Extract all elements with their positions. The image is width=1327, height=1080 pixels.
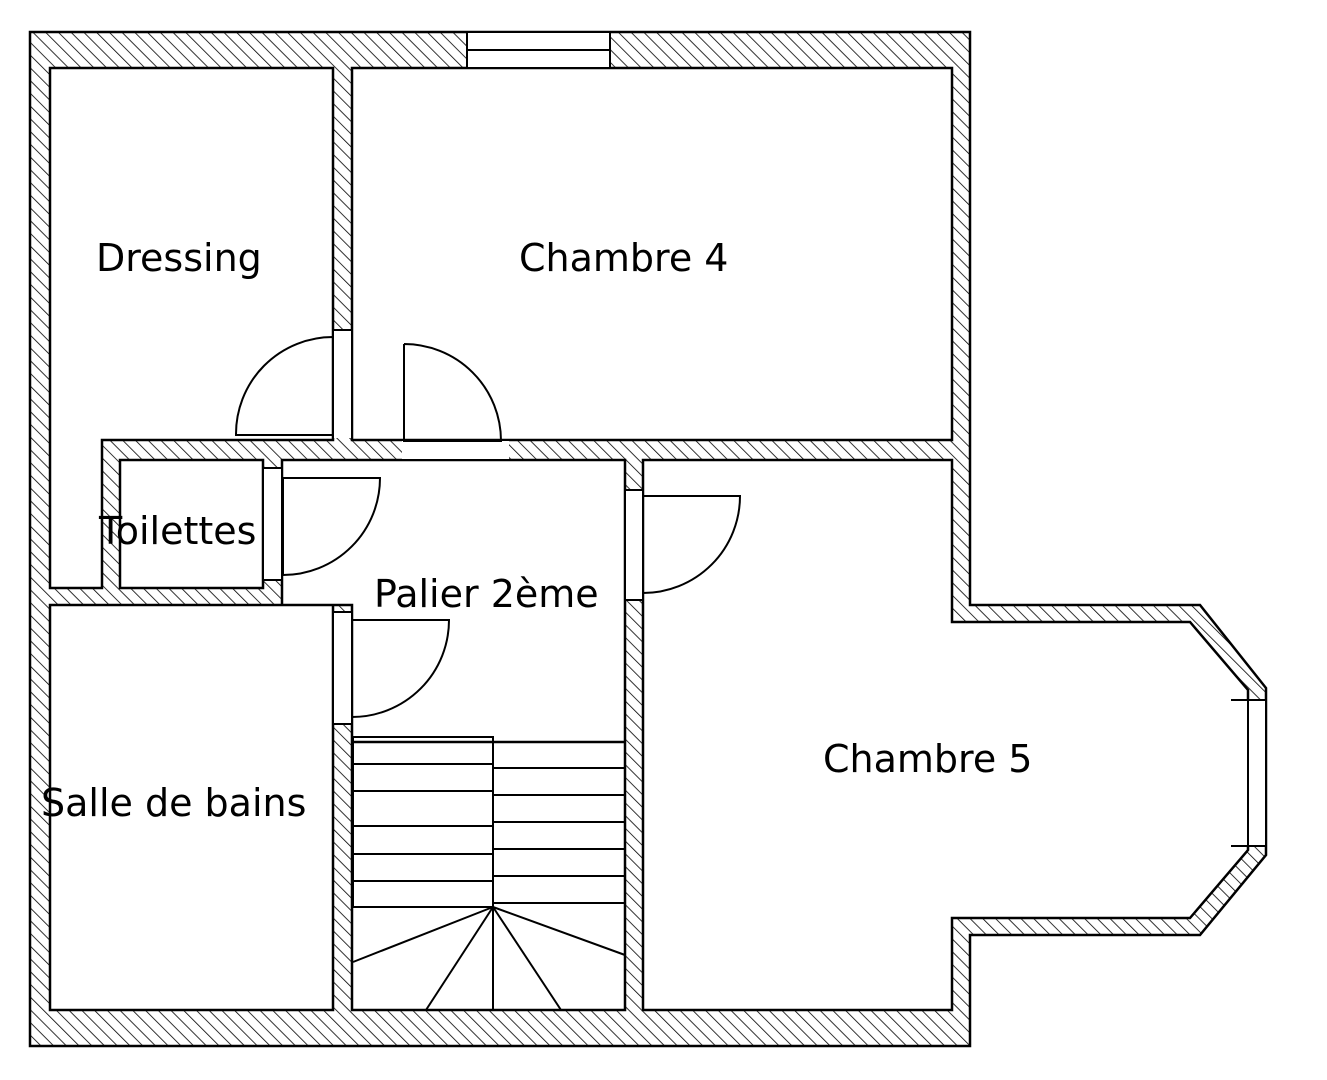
staircase (352, 736, 626, 1011)
outer-walls (28, 30, 1268, 1048)
room-label-toilettes: Toilettes (99, 509, 257, 553)
door-dressing (234, 336, 334, 436)
door-chambre-5 (642, 495, 742, 595)
door-toilettes (282, 477, 382, 577)
room-label-palier: Palier 2ème (374, 572, 599, 616)
room-label-chambre-5: Chambre 5 (823, 737, 1033, 781)
door-salle-de-bains (351, 619, 451, 719)
room-label-salle-de-bains: Salle de bains (41, 781, 307, 825)
room-label-dressing: Dressing (96, 236, 262, 280)
door-chambre-4 (403, 343, 503, 442)
room-label-chambre-4: Chambre 4 (519, 236, 729, 280)
